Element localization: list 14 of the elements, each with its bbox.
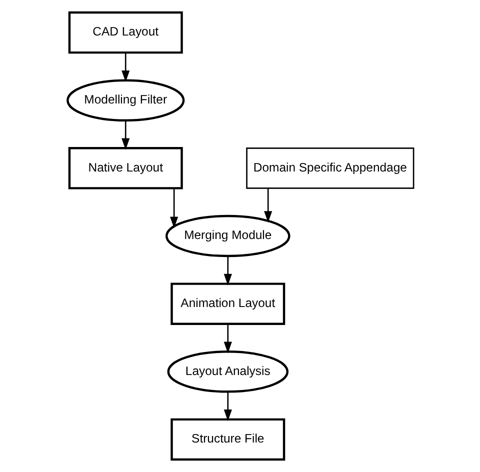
arrow [264, 188, 272, 223]
node-box: Native Layout [68, 147, 182, 190]
arrow [121, 120, 130, 150]
arrow [170, 188, 178, 228]
node-box: CAD Layout [68, 11, 182, 54]
arrow [223, 392, 232, 422]
arrow [121, 52, 130, 82]
node-ellipse: Layout Analysis [166, 350, 288, 393]
node-box: Animation Layout [170, 282, 285, 325]
node-box: Domain Specific Appendage [246, 148, 414, 189]
arrow [223, 256, 232, 286]
node-ellipse: Modelling Filter [66, 79, 184, 122]
node-box: Structure File [170, 418, 285, 461]
arrow [223, 324, 232, 354]
